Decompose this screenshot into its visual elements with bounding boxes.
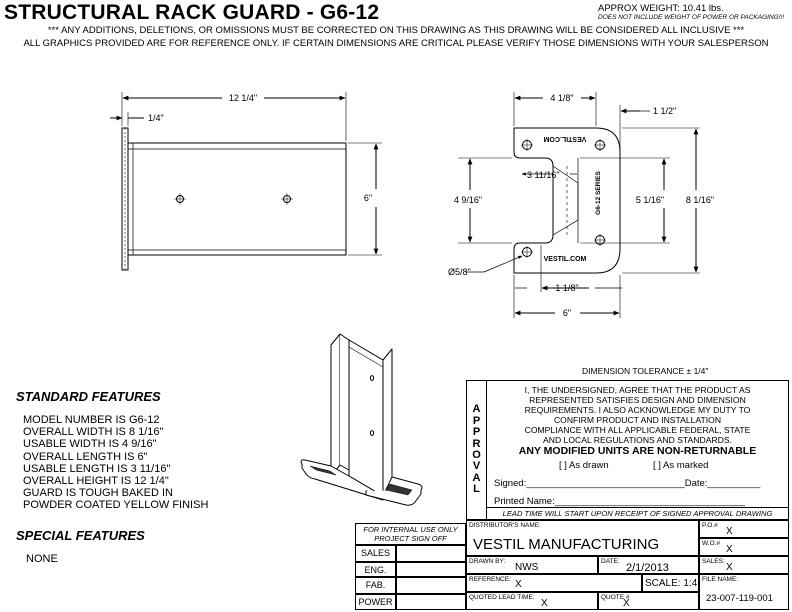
quote-cell: QUOTE # X (598, 592, 699, 610)
scale-cell: SCALE: 1:4 (642, 574, 699, 592)
plate-engraving-side: G6-12 SERIES (595, 170, 602, 214)
special-features-value: NONE (26, 553, 58, 565)
side-hole-2 (281, 193, 293, 205)
distributor-cell: DISTRIBUTOR'S NAME: VESTIL MANUFACTURING (466, 520, 699, 556)
distributor-name: VESTIL MANUFACTURING (473, 536, 660, 553)
quoted-lead-time-cell: QUOTED LEAD TIME: X (466, 592, 598, 610)
drawn-by-cell: DRAWN BY: NWS (466, 556, 598, 574)
signoff-fab-field[interactable] (396, 577, 466, 594)
iso-hole-1 (369, 375, 375, 381)
reference-cell: REFERENCE: X (466, 574, 642, 592)
po-cell: P.O.# X (699, 520, 789, 538)
feature-item: USABLE WIDTH IS 4 9/16" (23, 438, 157, 451)
signoff-eng-field[interactable] (396, 562, 466, 577)
feature-item: GUARD IS TOUGH BAKED IN (23, 487, 173, 500)
feature-item: OVERALL LENGTH IS 6" (23, 450, 148, 463)
side-dim-height: 6" (364, 193, 372, 203)
side-hole-1 (174, 193, 186, 205)
disclaimer-line-2: ALL GRAPHICS PROVIDED ARE FOR REFERENCE … (23, 38, 769, 49)
file-name-cell: FILE NAME: 23-007-119-001 (699, 574, 789, 610)
top-hole-1 (521, 139, 533, 151)
wo-cell: W.O.# X (699, 538, 789, 556)
printed-name-line[interactable]: Printed Name:___________________________… (494, 496, 745, 507)
signoff-fab-label: FAB. (355, 577, 396, 594)
approval-statement: I, THE UNDERSIGNED, AGREE THAT THE PRODU… (524, 385, 751, 445)
plate-engraving-bottom: VESTIL.COM (544, 256, 587, 263)
signoff-sales-field[interactable] (396, 545, 466, 562)
top-hole-4 (594, 234, 606, 246)
iso-hole-2 (369, 430, 375, 436)
top-dim-corner: 1 1/2" (653, 106, 676, 116)
top-dim-width: 4 1/8" (550, 93, 573, 103)
top-view (458, 92, 700, 318)
side-channel (127, 142, 347, 256)
signature-line[interactable]: Signed:______________________________Dat… (494, 478, 761, 489)
side-view (110, 92, 382, 271)
isometric-view (300, 333, 423, 506)
special-features-heading: SPECIAL FEATURES (16, 528, 145, 543)
top-dim-hole-offset: 1 1/8" (555, 283, 578, 293)
side-dim-length: 12 1/4" (229, 93, 257, 103)
top-dim-usable-width: 4 9/16" (454, 195, 482, 205)
top-dim-overall: 8 1/16" (686, 195, 714, 205)
signoff-eng-label: ENG. (355, 562, 396, 577)
date-cell: DATE: 2/1/2013 (598, 556, 699, 574)
top-dim-inner: 5 1/16" (636, 195, 664, 205)
weight-note: DOES NOT INCLUDE WEIGHT OF POWER OR PACK… (598, 14, 785, 21)
dimension-tolerance: DIMENSION TOLERANCE ± 1/4" (582, 366, 709, 376)
feature-item: MODEL NUMBER IS G6-12 (23, 414, 160, 426)
drawing-title: STRUCTURAL RACK GUARD - G6-12 (4, 1, 380, 24)
top-dim-length: 6" (563, 308, 571, 318)
standard-features-heading: STANDARD FEATURES (16, 389, 161, 404)
sales-cell: SALES: X (699, 556, 789, 574)
non-returnable-warning: ANY MODIFIED UNITS ARE NON-RETURNABLE (518, 445, 757, 457)
top-plate-outline (513, 127, 621, 274)
signoff-power-label: POWER (355, 594, 396, 610)
feature-item: OVERALL WIDTH IS 8 1/16" (23, 426, 164, 439)
approval-vertical-label: A P P R O V A L (467, 381, 487, 519)
side-dim-thickness: 1/4" (148, 113, 164, 123)
feature-item: OVERALL HEIGHT IS 12 1/4" (23, 475, 169, 488)
disclaimer-line-1: *** ANY ADDITIONS, DELETIONS, OR OMISSIO… (47, 25, 745, 36)
feature-item: USABLE LENGTH IS 3 11/16" (23, 462, 171, 475)
approx-weight: APPROX WEIGHT: 10.41 lbs. (598, 3, 724, 14)
top-hole-3 (521, 246, 533, 258)
signoff-power-field[interactable] (396, 594, 466, 610)
lead-time-note: LEAD TIME WILL START UPON RECEIPT OF SIG… (487, 507, 788, 519)
top-dim-hole: Ø5/8" (448, 267, 471, 277)
top-hole-2 (594, 139, 606, 151)
standard-features-list: MODEL NUMBER IS G6-12 OVERALL WIDTH IS 8… (23, 414, 208, 512)
plate-engraving-top: VESTIL.COM (543, 135, 586, 142)
feature-item: POWDER COATED YELLOW FINISH (23, 499, 209, 512)
internal-use-header: FOR INTERNAL USE ONLY PROJECT SIGN OFF (355, 523, 466, 545)
top-dim-usable-length: 3 11/16" (527, 170, 560, 180)
as-drawn-checkbox[interactable]: [ ] As drawn (559, 460, 609, 471)
signoff-sales-label: SALES (355, 545, 396, 562)
as-marked-checkbox[interactable]: [ ] As marked (653, 460, 709, 471)
approval-block: A P P R O V A L I, THE UNDERSIGNED, AGRE… (466, 380, 789, 520)
